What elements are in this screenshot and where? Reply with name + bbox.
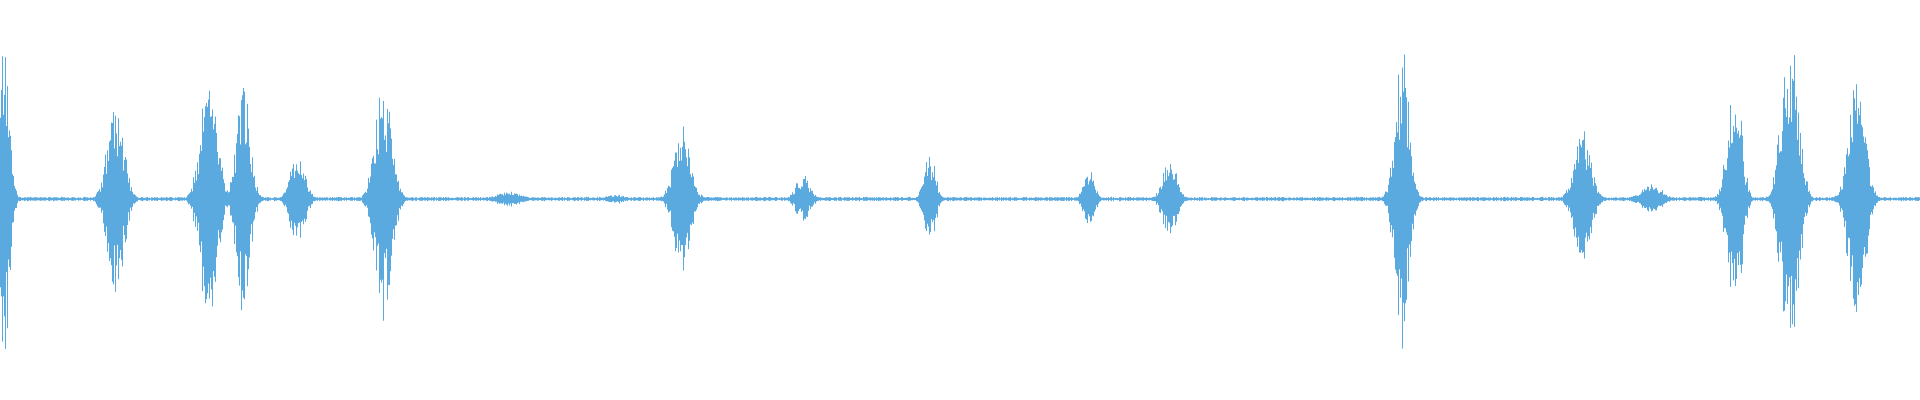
waveform-signal <box>0 54 1920 349</box>
